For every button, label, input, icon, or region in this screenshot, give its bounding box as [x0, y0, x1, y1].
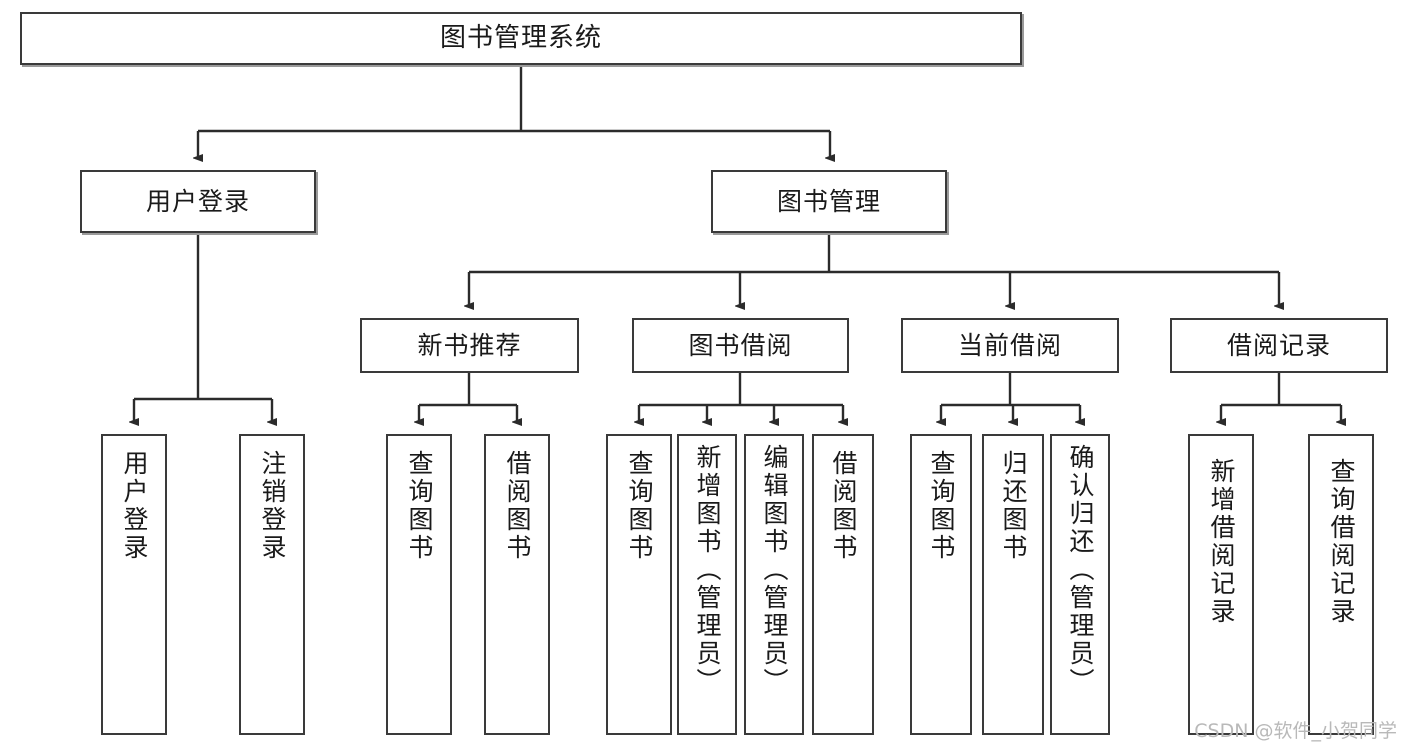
node-leaf-user-login[interactable]: 用户登录: [101, 434, 167, 735]
node-leaf-add-book-label: 新增图书（管理员）: [693, 444, 722, 696]
node-leaf-query-book-3[interactable]: 查询图书: [910, 434, 972, 735]
node-leaf-query-record-label: 查询借阅记录: [1327, 458, 1356, 626]
node-current-borrow-label: 当前借阅: [957, 330, 1062, 360]
node-leaf-user-login-label: 用户登录: [120, 450, 149, 562]
node-leaf-logout[interactable]: 注销登录: [239, 434, 305, 735]
node-current-borrow[interactable]: 当前借阅: [901, 318, 1119, 373]
node-leaf-query-book-1[interactable]: 查询图书: [386, 434, 452, 735]
node-leaf-edit-book-label: 编辑图书（管理员）: [760, 444, 789, 696]
node-leaf-borrow-book-1-label: 借阅图书: [503, 450, 532, 562]
node-leaf-edit-book[interactable]: 编辑图书（管理员）: [744, 434, 804, 735]
node-book-manage[interactable]: 图书管理: [711, 170, 947, 233]
node-root-label: 图书管理系统: [439, 23, 602, 54]
node-user-login-label: 用户登录: [145, 186, 250, 216]
node-borrow-record[interactable]: 借阅记录: [1170, 318, 1388, 373]
watermark: CSDN @软件_小贺同学: [1194, 720, 1397, 742]
node-leaf-logout-label: 注销登录: [258, 450, 287, 562]
node-leaf-borrow-book-2[interactable]: 借阅图书: [812, 434, 874, 735]
node-leaf-query-book-3-label: 查询图书: [927, 450, 956, 562]
node-leaf-confirm-return[interactable]: 确认归还（管理员）: [1050, 434, 1110, 735]
node-leaf-borrow-book-1[interactable]: 借阅图书: [484, 434, 550, 735]
node-leaf-add-record[interactable]: 新增借阅记录: [1188, 434, 1254, 735]
node-book-borrow[interactable]: 图书借阅: [632, 318, 849, 373]
node-leaf-query-record[interactable]: 查询借阅记录: [1308, 434, 1374, 735]
node-book-borrow-label: 图书借阅: [688, 330, 793, 360]
node-borrow-record-label: 借阅记录: [1226, 330, 1331, 360]
node-leaf-query-book-2[interactable]: 查询图书: [606, 434, 672, 735]
node-leaf-return-book[interactable]: 归还图书: [982, 434, 1044, 735]
node-book-manage-label: 图书管理: [776, 186, 881, 216]
node-leaf-query-book-1-label: 查询图书: [405, 450, 434, 562]
node-leaf-borrow-book-2-label: 借阅图书: [829, 450, 858, 562]
node-leaf-confirm-return-label: 确认归还（管理员）: [1066, 444, 1095, 696]
node-new-book-rec-label: 新书推荐: [417, 330, 522, 360]
node-leaf-query-book-2-label: 查询图书: [625, 450, 654, 562]
node-leaf-add-record-label: 新增借阅记录: [1207, 458, 1236, 626]
node-root[interactable]: 图书管理系统: [20, 12, 1022, 65]
node-leaf-return-book-label: 归还图书: [999, 450, 1028, 562]
node-user-login[interactable]: 用户登录: [80, 170, 316, 233]
node-new-book-rec[interactable]: 新书推荐: [360, 318, 579, 373]
node-leaf-add-book[interactable]: 新增图书（管理员）: [677, 434, 737, 735]
